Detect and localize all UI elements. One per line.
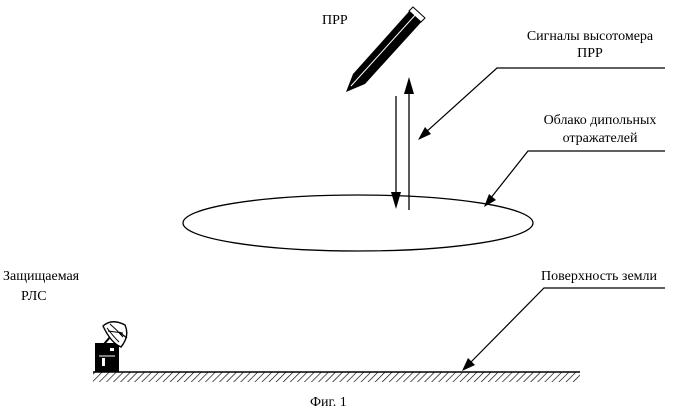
ground-leader-line	[462, 288, 665, 371]
dipole-cloud-ellipse	[183, 195, 533, 251]
radar-label-line1: Защищаемая	[3, 268, 79, 285]
radar-station-icon	[95, 322, 127, 372]
ground-surface-label: Поверхность земли	[541, 268, 657, 285]
altimeter-signals-label-line2: ПРР	[505, 45, 675, 62]
ground-surface	[93, 372, 580, 382]
radar-label-line2: РЛС	[21, 288, 47, 305]
signal-arrow-down	[391, 96, 401, 209]
missile-label: ПРР	[322, 12, 348, 29]
missile-shape	[346, 7, 425, 92]
altimeter-signals-label-line1: Сигналы высотомера	[505, 28, 675, 45]
dipole-cloud-label-line1: Облако дипольных	[525, 112, 675, 129]
dipole-cloud-label-line2: отражателей	[525, 130, 675, 147]
figure-caption: Фиг. 1	[310, 394, 347, 411]
signal-arrow-up	[404, 77, 414, 210]
cloud-leader-line	[484, 151, 665, 207]
